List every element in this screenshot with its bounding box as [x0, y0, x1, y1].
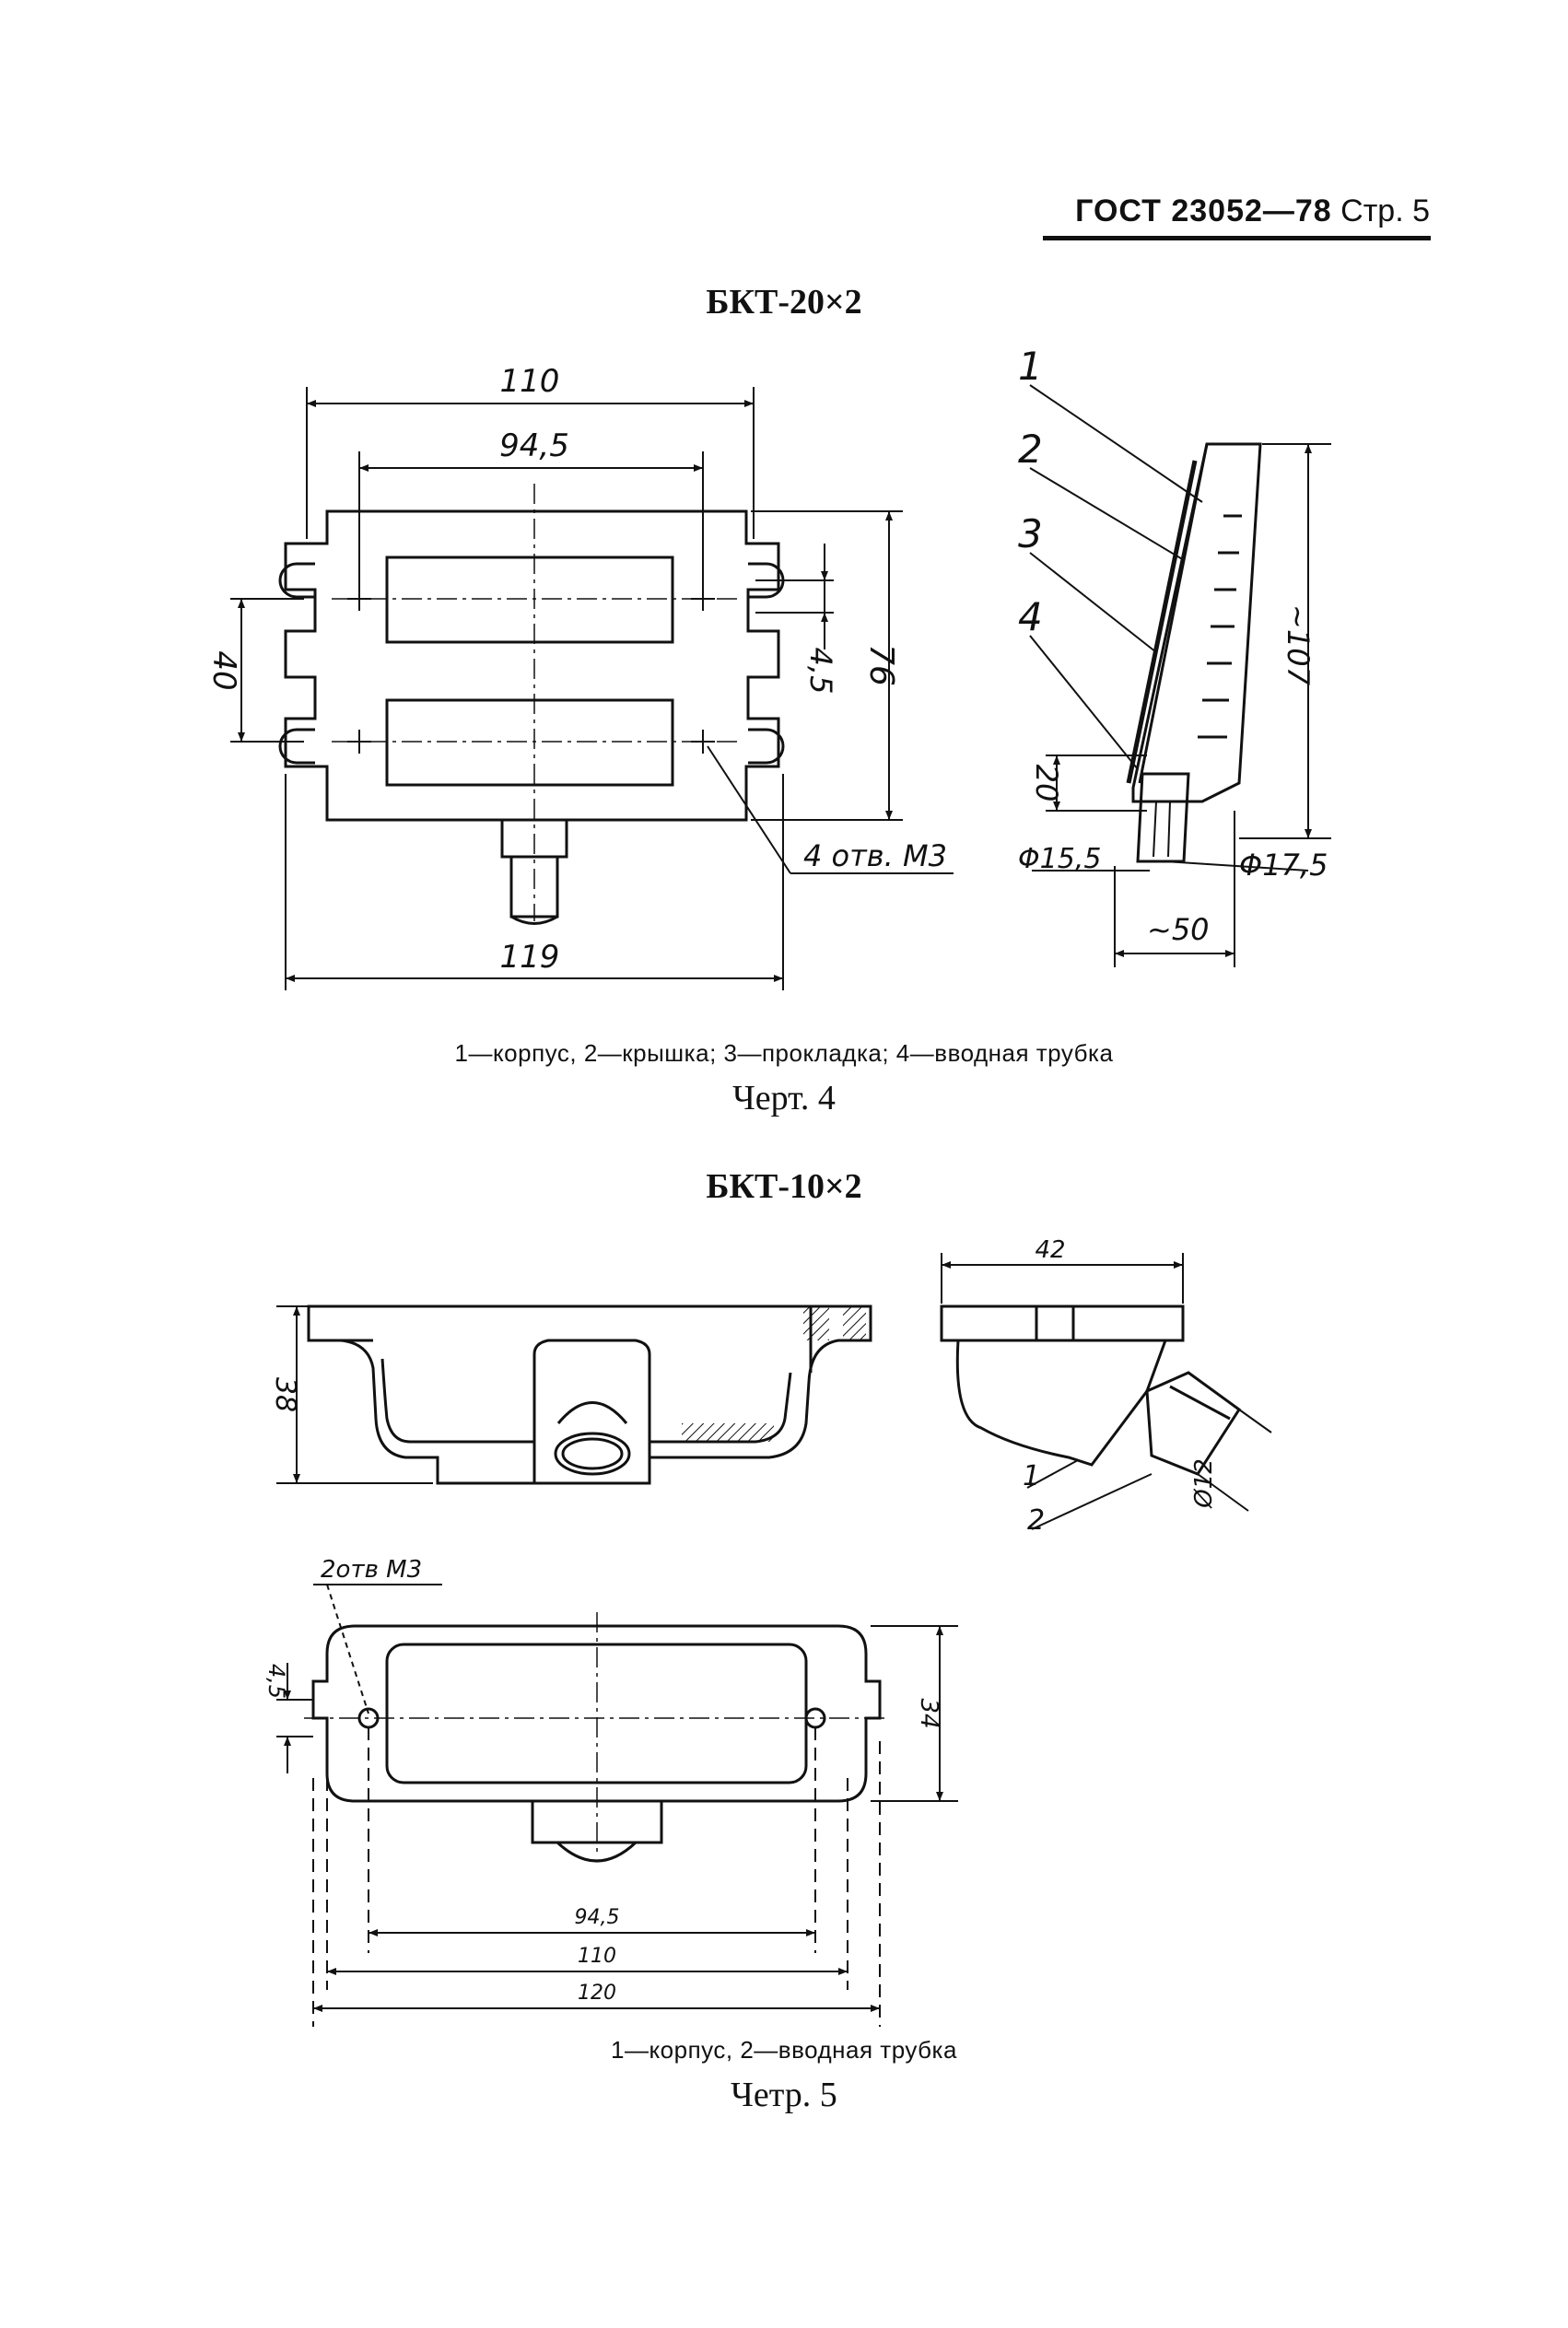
dim-phi17-5: Φ17,5 — [1239, 848, 1328, 883]
fig5-plan-centerlines — [304, 1612, 889, 1852]
dim-phi15-5: Φ15,5 — [1018, 843, 1101, 875]
dim-42: 42 — [1035, 1236, 1065, 1264]
fig4-side-dimensions — [1029, 384, 1331, 967]
dim5-94-5: 94,5 — [575, 1906, 620, 1929]
callout5-1: 1 — [1023, 1460, 1040, 1492]
dim-50: ~50 — [1147, 912, 1210, 947]
fig4-centerlines — [332, 484, 737, 921]
callout-3: 3 — [1018, 511, 1043, 556]
fig4-hole-marks — [347, 587, 715, 754]
figure4-legend: 1—корпус, 2—крышка; 3—прокладка; 4—вводн… — [454, 1039, 1114, 1067]
callout-2: 2 — [1018, 427, 1043, 472]
dim-76: 76 — [862, 644, 900, 686]
dim5-110: 110 — [578, 1945, 616, 1968]
dim-34: 34 — [915, 1698, 942, 1728]
fig5-section-view — [307, 1304, 872, 1485]
dim-110: 110 — [500, 363, 560, 400]
dim5-120: 120 — [578, 1982, 616, 2005]
dim-4-5: 4,5 — [803, 648, 838, 695]
dim-38: 38 — [269, 1377, 301, 1412]
page-header: ГОСТ 23052—78 Стр. 5 — [1075, 193, 1430, 229]
dim-119: 119 — [500, 939, 560, 976]
fig5-side-dims — [941, 1253, 1272, 1530]
fig5-side-view — [940, 1304, 1242, 1476]
standard-number: ГОСТ 23052—78 — [1075, 193, 1332, 228]
dim-phi12: Ø12 — [1190, 1458, 1218, 1509]
dim-20: 20 — [1029, 765, 1064, 802]
fig4-side-view — [1126, 442, 1262, 863]
figure5-legend: 1—корпус, 2—вводная трубка — [611, 2036, 957, 2064]
dim-94-5: 94,5 — [499, 427, 569, 464]
callout5-2: 2 — [1027, 1504, 1045, 1537]
dim-107: ~107 — [1281, 604, 1316, 686]
fig5-plan-labels: 2отв М3 4,5 34 94,5 110 120 — [263, 1556, 942, 2005]
figure5-caption: Четр. 5 — [731, 2076, 837, 2114]
callout-1: 1 — [1018, 344, 1043, 389]
fig4-dim-labels: 110 94,5 40 4,5 76 119 4 отв. М3 — [205, 363, 947, 976]
fig4-side-labels: 1 2 3 4 ~107 20 Φ15,5 Φ17,5 ~50 — [1018, 344, 1328, 947]
figure4-title: БКТ-20×2 — [706, 283, 862, 322]
fig4-plan-view — [278, 509, 785, 925]
header-rule — [1043, 236, 1431, 240]
fig5-side-labels: 42 Ø12 1 2 — [1023, 1236, 1218, 1537]
dim-40: 40 — [205, 650, 242, 690]
holes5-label: 2отв М3 — [321, 1556, 422, 1584]
fig5-section-dims — [276, 1305, 433, 1484]
dim5-4-5: 4,5 — [263, 1664, 289, 1699]
page-number: Стр. 5 — [1340, 193, 1430, 228]
figure4-caption: Черт. 4 — [732, 1079, 836, 1117]
holes-label: 4 отв. М3 — [803, 838, 947, 873]
callout-4: 4 — [1018, 594, 1043, 639]
figure5-title: БКТ-10×2 — [706, 1167, 862, 1206]
fig4-dimensions — [230, 387, 954, 990]
fig5-plan-dims — [276, 1584, 958, 2027]
